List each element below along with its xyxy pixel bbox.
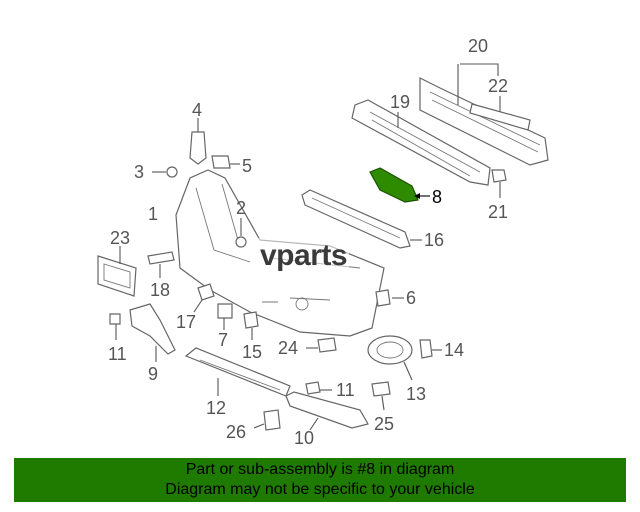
part-11-clip-right bbox=[305, 381, 332, 395]
part-12-lower-panel bbox=[184, 347, 291, 397]
callout-9: 9 bbox=[148, 364, 158, 384]
callout-10: 10 bbox=[294, 428, 314, 448]
part-10-spoiler bbox=[285, 391, 369, 431]
part-24-sensor bbox=[306, 337, 337, 353]
callout-17: 17 bbox=[176, 312, 196, 332]
part-5-clip bbox=[211, 155, 240, 169]
part-6-clip bbox=[375, 289, 404, 307]
part-20-reinforcement bbox=[419, 63, 549, 166]
callout-6: 6 bbox=[406, 288, 416, 308]
part-7-bracket bbox=[217, 303, 233, 330]
part-3-screw bbox=[152, 166, 178, 178]
callout-labels: 20 22 19 4 5 3 1 2 8 21 16 23 18 6 17 7 … bbox=[108, 36, 508, 448]
part-15-clip bbox=[243, 311, 259, 340]
part-22-strip bbox=[469, 96, 531, 131]
callout-11-left: 11 bbox=[108, 344, 127, 364]
callout-26: 26 bbox=[226, 422, 246, 442]
part-14-bracket bbox=[419, 339, 442, 359]
parts-diagram: 20 22 19 4 5 3 1 2 8 21 16 23 18 6 17 7 … bbox=[97, 36, 549, 448]
callout-1: 1 bbox=[148, 204, 158, 224]
callout-8-highlighted: 8 bbox=[432, 187, 442, 207]
part-9-side-bracket bbox=[129, 303, 176, 362]
part-8-bracket-highlighted bbox=[369, 167, 430, 203]
callout-25: 25 bbox=[374, 414, 394, 434]
callout-15: 15 bbox=[242, 342, 262, 362]
info-banner: Part or sub-assembly is #8 in diagram Di… bbox=[14, 458, 626, 502]
callout-11-right: 11 bbox=[336, 380, 355, 400]
callout-14: 14 bbox=[444, 340, 464, 360]
callout-16: 16 bbox=[424, 230, 444, 250]
part-19-absorber bbox=[351, 99, 491, 186]
callout-21: 21 bbox=[488, 202, 508, 222]
part-13-fog-bezel bbox=[367, 335, 413, 381]
callout-20: 20 bbox=[468, 36, 488, 56]
part-16-grille bbox=[301, 189, 422, 249]
part-25-clip bbox=[371, 381, 391, 411]
part-4-clip bbox=[189, 118, 207, 165]
part-26-sensor bbox=[253, 409, 281, 431]
callout-24: 24 bbox=[278, 338, 298, 358]
part-18-bracket bbox=[147, 251, 175, 278]
banner-line-1: Part or sub-assembly is #8 in diagram bbox=[185, 461, 455, 478]
part-11-clip-left bbox=[109, 313, 121, 340]
part-23-license-bracket bbox=[97, 246, 137, 297]
callout-22: 22 bbox=[488, 76, 508, 96]
callout-7: 7 bbox=[218, 330, 228, 350]
callout-12: 12 bbox=[206, 398, 226, 418]
callout-3: 3 bbox=[134, 162, 144, 182]
callout-23: 23 bbox=[110, 228, 130, 248]
callout-4: 4 bbox=[192, 100, 202, 120]
part-21-bolt bbox=[491, 169, 507, 198]
vparts-logo: vparts bbox=[258, 238, 350, 274]
callout-19: 19 bbox=[390, 92, 410, 112]
part-17-clip bbox=[193, 283, 215, 313]
callout-13: 13 bbox=[406, 384, 426, 404]
callout-2: 2 bbox=[236, 198, 246, 218]
callout-18: 18 bbox=[150, 280, 170, 300]
part-2-clip bbox=[235, 218, 247, 248]
callout-5: 5 bbox=[242, 156, 252, 176]
banner-line-2: Diagram may not be specific to your vehi… bbox=[165, 481, 475, 498]
